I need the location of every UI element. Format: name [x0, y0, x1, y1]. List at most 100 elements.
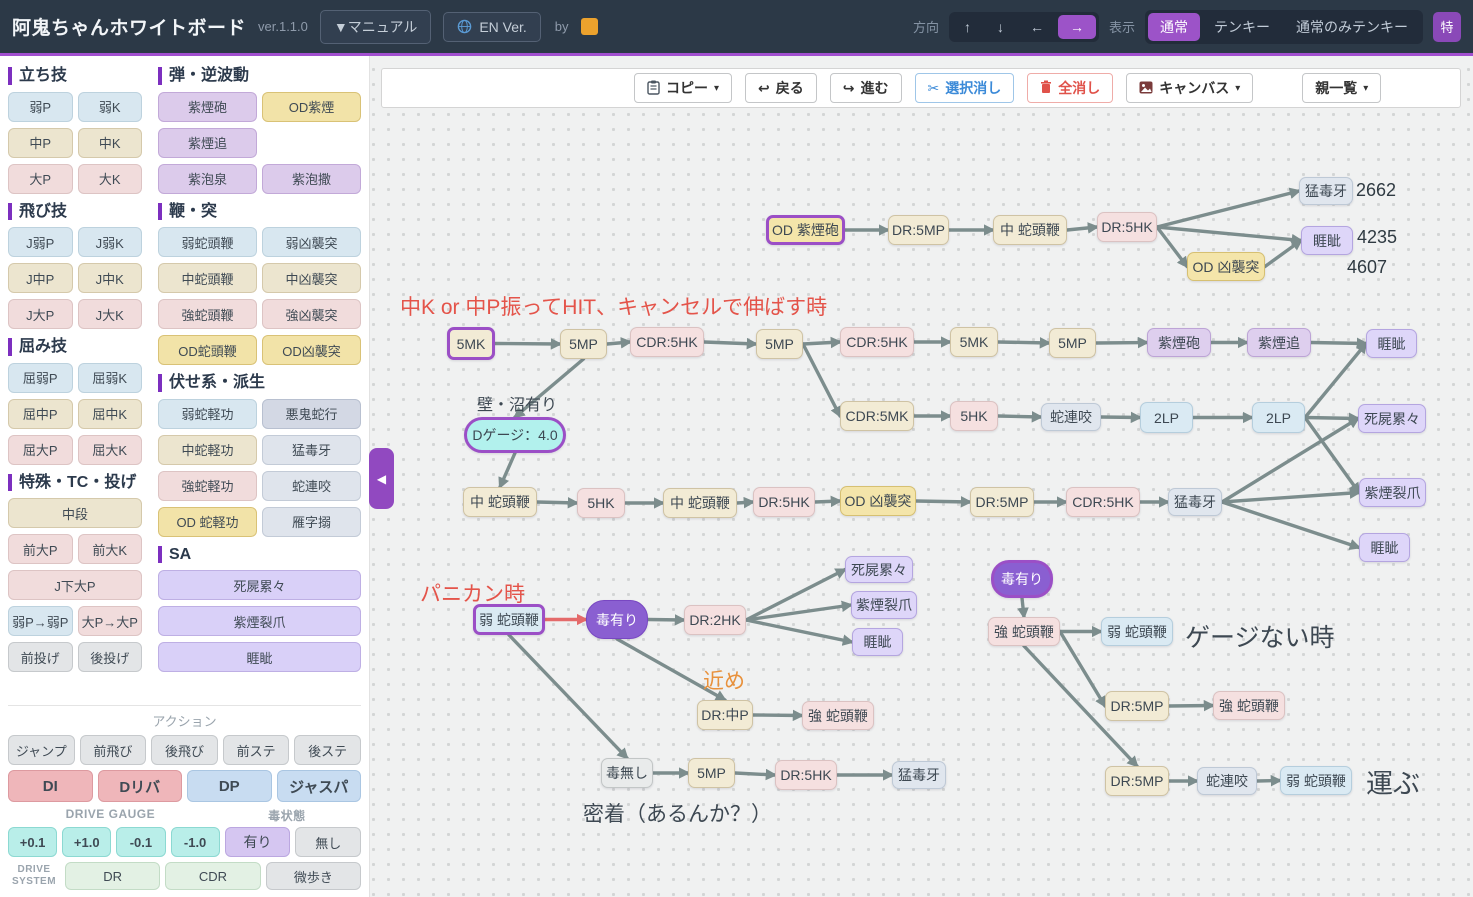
move-button[interactable]: 雁字搦	[262, 506, 361, 537]
move-button[interactable]: J中K	[77, 263, 142, 294]
flow-node[interactable]: 蛇連咬	[1041, 403, 1101, 431]
move-button[interactable]: 屈大P	[8, 434, 73, 465]
flow-node[interactable]: 睚眦	[1366, 329, 1417, 358]
move-button[interactable]: 弱P→弱P	[8, 606, 73, 637]
drive-gauge-button[interactable]: -0.1	[116, 827, 166, 857]
flow-node[interactable]: 睚眦	[852, 628, 903, 656]
flow-node[interactable]: 5MK	[447, 327, 495, 360]
system-action-button[interactable]: Dリバ	[97, 770, 182, 802]
drive-gauge-button[interactable]: -1.0	[170, 827, 220, 857]
flow-node[interactable]: Dゲージ：4.0	[464, 417, 566, 453]
flow-node[interactable]: 強 蛇頭鞭	[802, 701, 874, 730]
flow-node[interactable]: 5HK	[950, 401, 998, 431]
move-button[interactable]: 弱K	[77, 91, 142, 122]
system-action-button[interactable]: DI	[8, 770, 93, 802]
flow-node[interactable]: 中 蛇頭鞭	[463, 487, 537, 517]
redo-button[interactable]: ↪進む	[829, 73, 902, 103]
flow-node[interactable]: 死屍累々	[845, 556, 913, 583]
poison-state-button[interactable]: 有り	[224, 827, 291, 857]
author-avatar[interactable]	[580, 18, 598, 35]
poison-state-button[interactable]: 無し	[295, 827, 362, 857]
flow-node[interactable]: CDR:5HK	[1066, 487, 1140, 517]
flow-node[interactable]: DR:中P	[697, 700, 753, 730]
move-button[interactable]: 大P→大P	[77, 606, 142, 637]
move-button[interactable]: 屈弱P	[8, 362, 73, 393]
move-button[interactable]: 中P	[8, 127, 73, 158]
flow-node[interactable]: 猛毒牙	[892, 761, 946, 789]
flow-node[interactable]: 5MP	[1049, 328, 1096, 358]
move-button[interactable]: 猛毒牙	[262, 434, 361, 465]
action-button[interactable]: ジャンプ	[8, 735, 75, 765]
move-button[interactable]: 死屍累々	[158, 570, 361, 601]
flow-node[interactable]: 猛毒牙	[1168, 488, 1222, 516]
move-button[interactable]: 屈中K	[77, 398, 142, 429]
flow-node[interactable]: 強 蛇頭鞭	[1213, 691, 1285, 720]
direction-button-left[interactable]: ←	[1018, 15, 1056, 39]
move-button[interactable]: 弱蛇軽功	[158, 398, 257, 429]
display-mode-button[interactable]: テンキー	[1202, 13, 1282, 41]
flow-node[interactable]: DR:5HK	[1097, 212, 1157, 242]
move-button[interactable]: J下大P	[8, 570, 142, 601]
flow-node[interactable]: 猛毒牙	[1299, 177, 1353, 205]
en-version-button[interactable]: EN Ver.	[443, 11, 541, 42]
move-button[interactable]: J大P	[8, 299, 73, 330]
move-button[interactable]: 中凶襲突	[262, 263, 361, 294]
parent-list-button[interactable]: 親一覧 ▾	[1302, 73, 1382, 103]
move-button[interactable]: OD紫煙	[262, 91, 361, 122]
action-button[interactable]: 前ステ	[222, 735, 290, 765]
drive-gauge-button[interactable]: +0.1	[8, 827, 58, 857]
flow-node[interactable]: 5MP	[560, 329, 607, 359]
sidebar-collapse-button[interactable]: ◀	[369, 448, 394, 509]
flow-node[interactable]: OD 凶襲突	[840, 486, 916, 516]
flow-node[interactable]: 5HK	[577, 488, 625, 518]
move-button[interactable]: 大P	[8, 163, 73, 194]
flow-node[interactable]: 弱 蛇頭鞭	[473, 604, 545, 635]
flow-node[interactable]: DR:5MP	[888, 215, 949, 245]
flow-node[interactable]: 毒有り	[991, 560, 1053, 598]
flow-node[interactable]: 死屍累々	[1358, 404, 1426, 433]
flow-node[interactable]: 5MP	[688, 758, 735, 788]
flow-node[interactable]: 5MP	[756, 329, 803, 359]
move-button[interactable]: 紫泡撒	[262, 163, 361, 194]
flow-node[interactable]: 中 蛇頭鞭	[993, 215, 1067, 245]
drive-gauge-button[interactable]: +1.0	[62, 827, 112, 857]
move-button[interactable]: 前大K	[77, 534, 142, 565]
flow-node[interactable]: 弱 蛇頭鞭	[1280, 766, 1352, 795]
move-button[interactable]: 強凶襲突	[262, 299, 361, 330]
move-button[interactable]: J中P	[8, 263, 73, 294]
special-button[interactable]: 特	[1433, 11, 1461, 42]
flow-node[interactable]: DR:5HK	[753, 487, 815, 517]
move-button[interactable]: 前投げ	[8, 642, 73, 673]
flow-node[interactable]: 毒有り	[586, 600, 648, 639]
move-button[interactable]: 中段	[8, 498, 142, 529]
flow-node[interactable]: 睚眦	[1359, 533, 1410, 562]
flow-node[interactable]: OD 紫煙砲	[766, 215, 845, 245]
delete-selection-button[interactable]: ✂選択消し	[914, 73, 1015, 103]
move-button[interactable]: 蛇連咬	[262, 470, 361, 501]
flow-node[interactable]: 睚眦	[1301, 226, 1353, 255]
direction-button-right[interactable]: →	[1057, 14, 1096, 39]
action-button[interactable]: 前飛び	[79, 735, 147, 765]
move-button[interactable]: 紫煙裂爪	[158, 606, 361, 637]
move-button[interactable]: J弱P	[8, 227, 73, 258]
move-button[interactable]: 強蛇頭鞭	[158, 299, 257, 330]
flow-node[interactable]: 強 蛇頭鞭	[988, 617, 1060, 646]
flow-node[interactable]: OD 凶襲突	[1187, 252, 1265, 281]
flow-node[interactable]: 紫煙裂爪	[851, 591, 917, 619]
move-button[interactable]: 悪鬼蛇行	[262, 398, 361, 429]
direction-button-up[interactable]: ↑	[952, 15, 983, 39]
move-button[interactable]: 強蛇軽功	[158, 470, 257, 501]
flow-node[interactable]: DR:5MP	[1105, 766, 1169, 796]
move-button[interactable]: 弱P	[8, 91, 73, 122]
flow-node[interactable]: DR:5HK	[775, 760, 837, 790]
flow-node[interactable]: 紫煙砲	[1147, 328, 1211, 357]
move-button[interactable]: 屈大K	[77, 434, 142, 465]
manual-button[interactable]: ▼マニュアル	[319, 9, 432, 44]
move-button[interactable]: OD蛇頭鞭	[158, 335, 257, 366]
system-action-button[interactable]: DP	[187, 770, 272, 802]
flow-node[interactable]: 弱 蛇頭鞭	[1101, 617, 1173, 646]
flow-node[interactable]: 中 蛇頭鞭	[663, 488, 737, 518]
move-button[interactable]: 屈弱K	[77, 362, 142, 393]
move-button[interactable]: 後投げ	[77, 642, 142, 673]
drive-system-button[interactable]: CDR	[165, 862, 261, 890]
